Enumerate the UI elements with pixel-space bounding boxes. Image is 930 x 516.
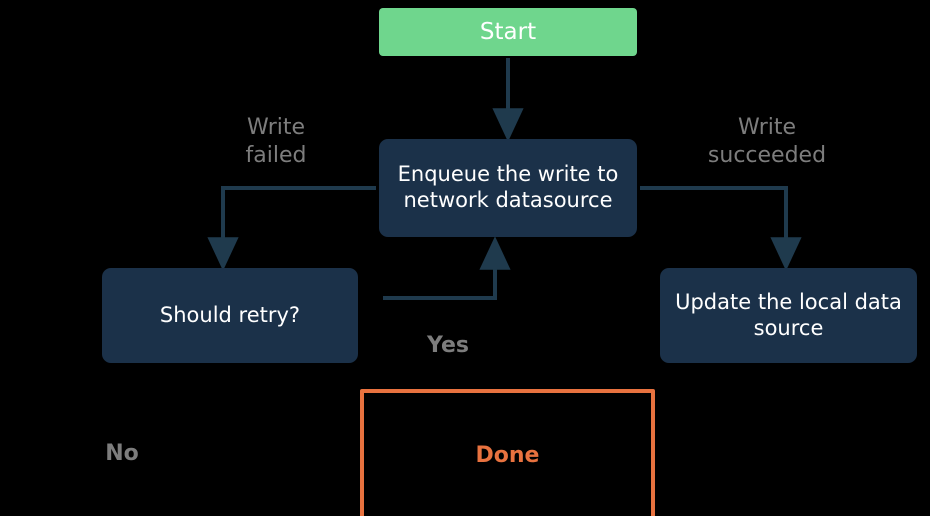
edge-enqueue-to-update xyxy=(640,186,802,271)
node-update-local-data-source[interactable]: Update the local data source xyxy=(660,268,917,363)
node-done[interactable]: Done xyxy=(360,389,655,516)
node-enqueue-write[interactable]: Enqueue the write to network datasource xyxy=(379,139,637,237)
edge-label-no: No xyxy=(105,441,139,466)
node-update-label: Update the local data source xyxy=(675,289,902,340)
edge-enqueue-to-retry xyxy=(207,186,376,271)
node-done-label: Done xyxy=(475,443,540,468)
node-start-label: Start xyxy=(479,18,537,45)
node-enqueue-label: Enqueue the write to network datasource xyxy=(397,162,619,212)
node-should-retry[interactable]: Should retry? xyxy=(102,268,358,363)
node-start[interactable]: Start xyxy=(379,8,637,56)
edge-label-write-succeeded: Write succeeded xyxy=(707,115,827,168)
node-should-retry-label: Should retry? xyxy=(159,302,301,327)
edge-retry-to-enqueue xyxy=(383,236,511,300)
edge-label-yes: Yes xyxy=(427,333,469,358)
edge-label-write-failed: Write failed xyxy=(245,115,307,168)
